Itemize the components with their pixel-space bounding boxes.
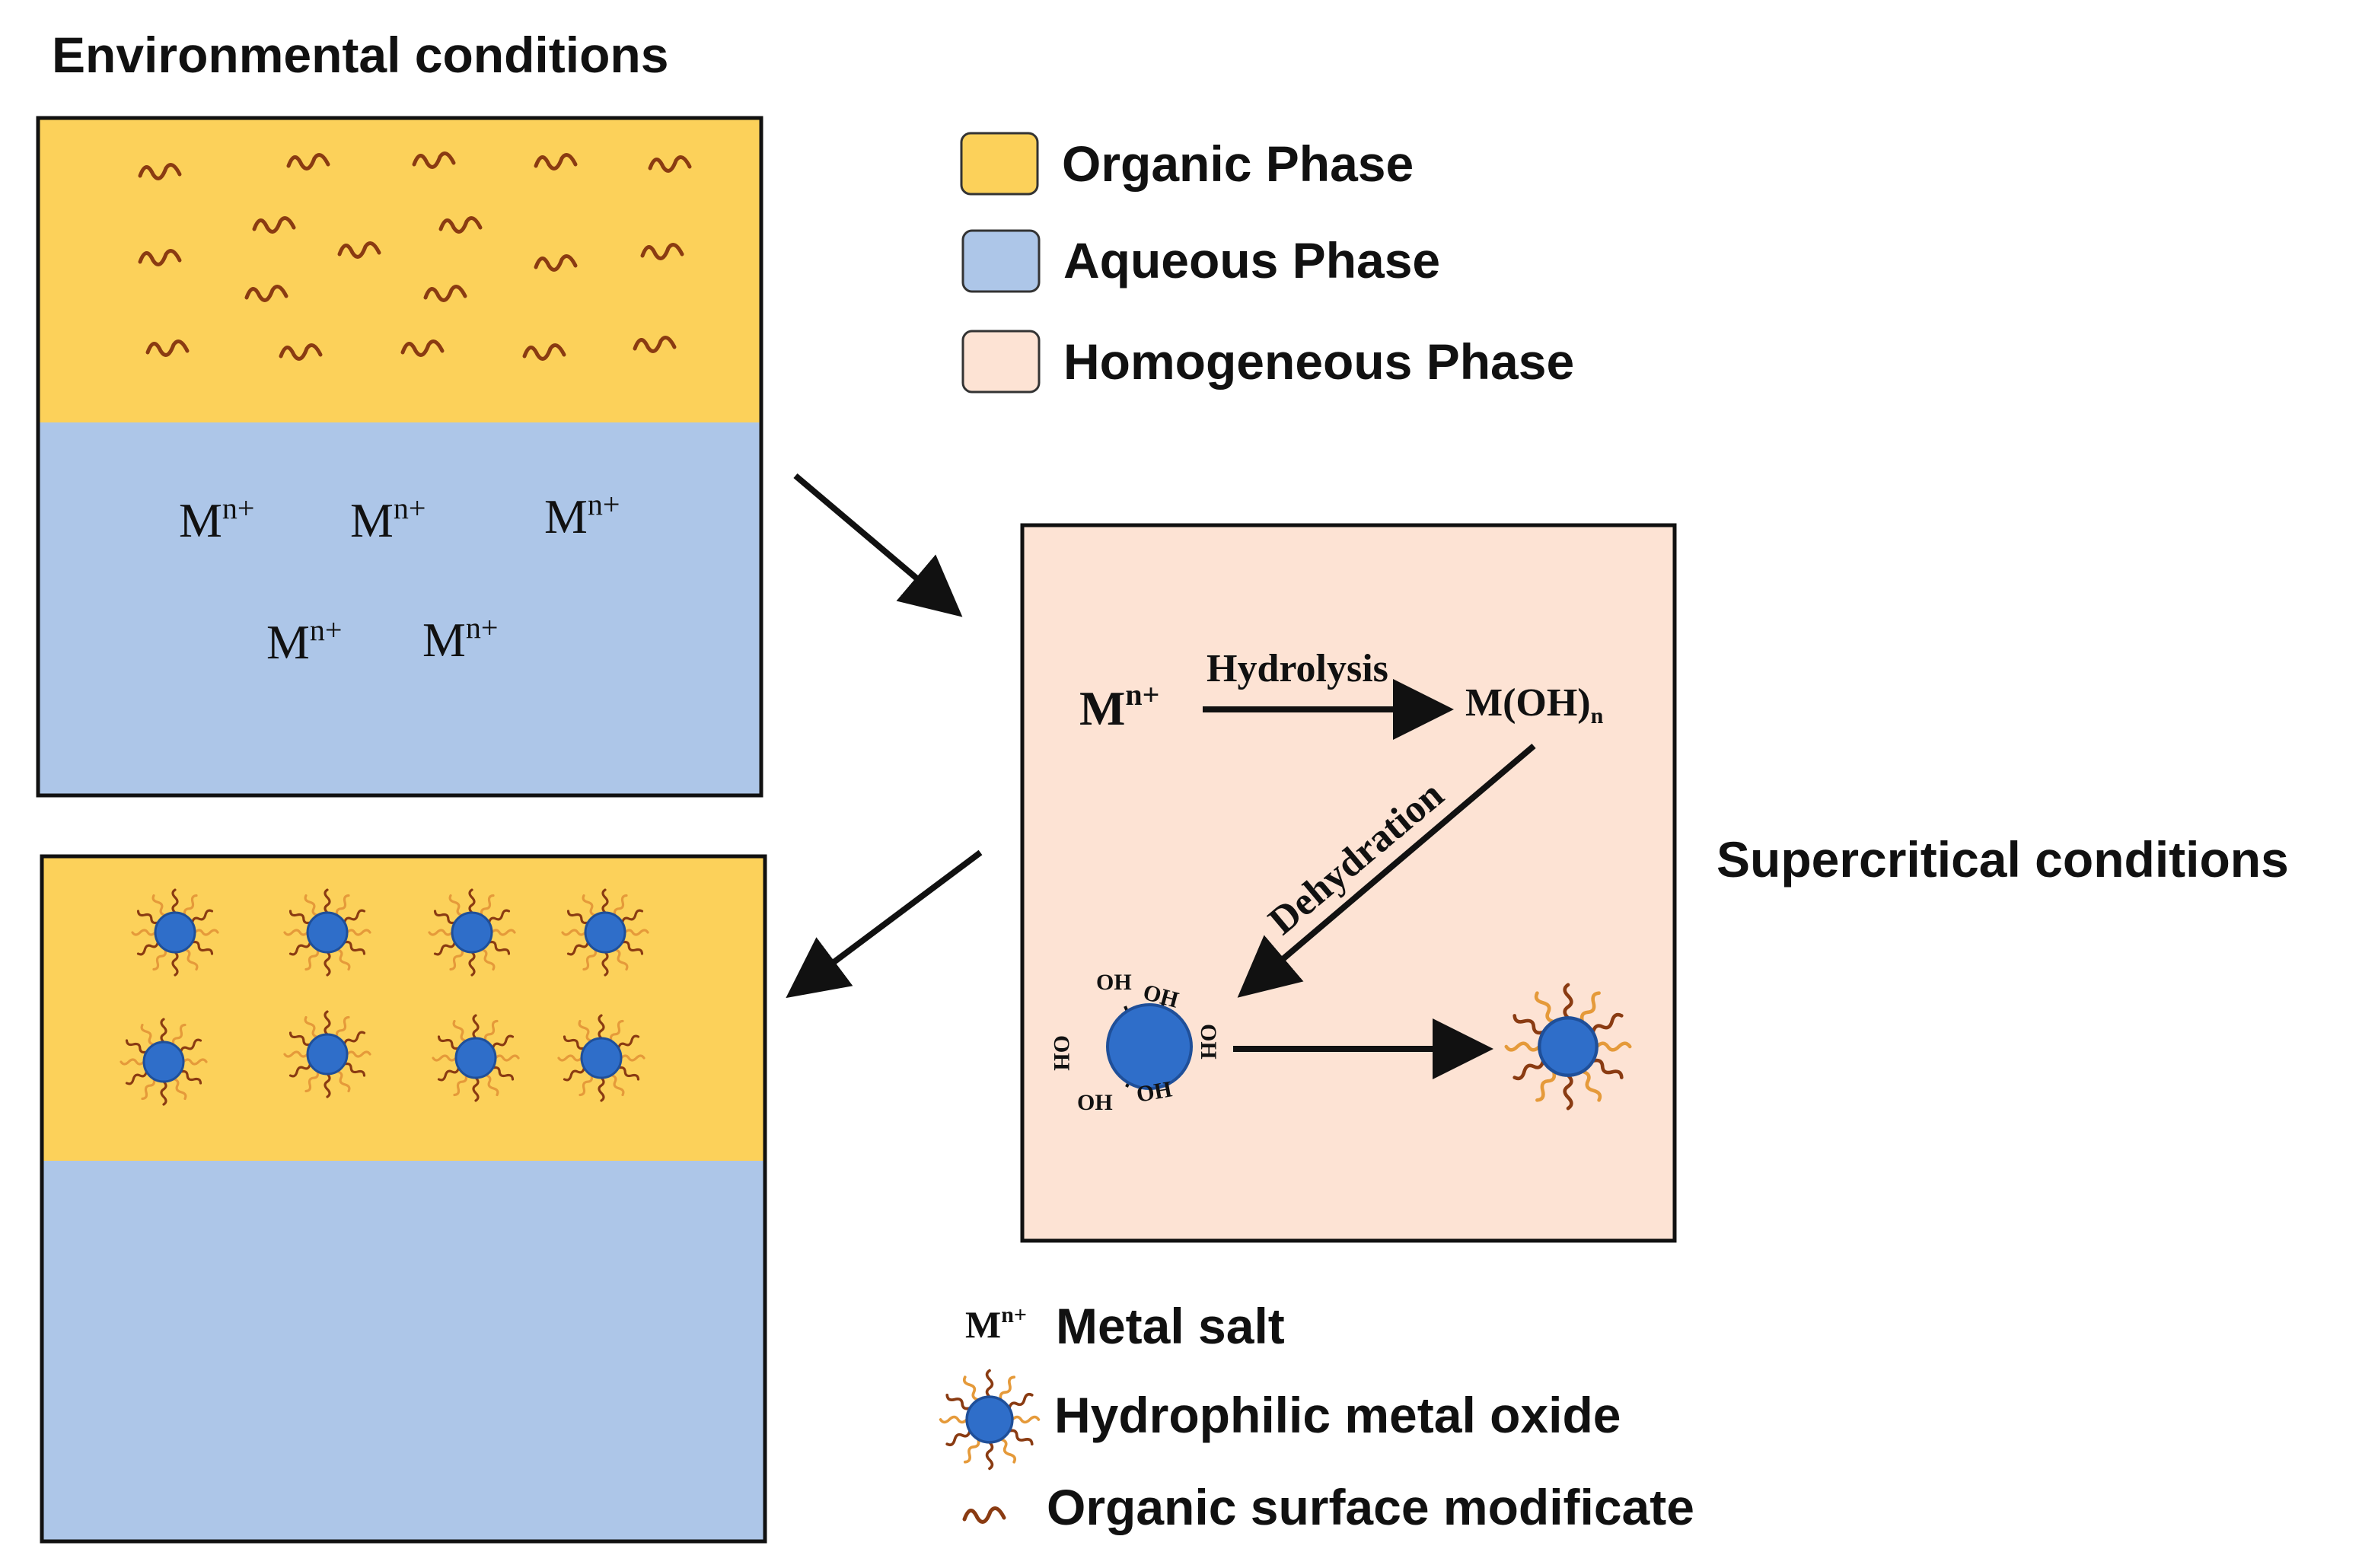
metal-ion: Mn+ bbox=[422, 610, 498, 667]
bottom-box-border bbox=[40, 854, 767, 1544]
legend-modifier-icon bbox=[964, 1509, 1004, 1522]
bottom-aqueous-layer bbox=[42, 1161, 765, 1541]
metal-ions: Mn+ Mn+ Mn+ Mn+ Mn+ bbox=[179, 487, 620, 669]
metal-ion: Mn+ bbox=[266, 613, 342, 669]
legend-swatch-homogeneous bbox=[961, 330, 1041, 394]
hydroxyl-label: OH bbox=[1077, 1090, 1113, 1115]
metal-oxide-core bbox=[1106, 1003, 1193, 1090]
hydroxyl-label: OH bbox=[1196, 1024, 1221, 1060]
bottom-organic-layer bbox=[42, 856, 765, 1161]
top-beaker: Mn+ Mn+ Mn+ Mn+ Mn+ bbox=[36, 116, 763, 798]
legend-label-homogeneous: Homogeneous Phase bbox=[1063, 333, 1574, 390]
legend-label-organic: Organic Phase bbox=[1062, 135, 1414, 192]
hydrolysis-label: Hydrolysis bbox=[1207, 647, 1388, 690]
supercritical-reactor: Mn+ Hydrolysis M(OH)n Dehydration OH OH … bbox=[1020, 523, 1677, 1243]
hydroxyl-label: OH bbox=[1049, 1035, 1074, 1071]
hydroxyl-label: OH bbox=[1096, 970, 1132, 995]
legend-oxide-icon bbox=[941, 1371, 1039, 1469]
phase-legend: Organic Phase Aqueous Phase Homogeneous … bbox=[960, 132, 1574, 394]
metal-ion: Mn+ bbox=[544, 487, 620, 543]
top-organic-layer bbox=[38, 118, 761, 422]
top-aqueous-layer bbox=[38, 422, 761, 795]
arrow-to-supercritical bbox=[793, 473, 963, 617]
top-box-border bbox=[36, 116, 763, 798]
hydroxide-product: M(OH)n bbox=[1465, 681, 1604, 728]
legend-swatch-organic bbox=[960, 132, 1039, 196]
metal-ion: Mn+ bbox=[179, 491, 254, 547]
dehydration-arrow bbox=[1237, 743, 1536, 998]
legend-label-hydrophilic-oxide: Hydrophilic metal oxide bbox=[1054, 1387, 1621, 1443]
title-supercritical: Supercritical conditions bbox=[1717, 831, 2289, 888]
hydroxylated-particle: OH OH OH OH OH OH bbox=[1049, 970, 1221, 1115]
legend-label-metal-salt: Metal salt bbox=[1056, 1298, 1285, 1354]
hydroxyl-label: OH bbox=[1134, 1076, 1174, 1107]
arrow-to-bottom bbox=[786, 849, 983, 999]
legend-metal-salt-symbol: Mn+ bbox=[965, 1302, 1027, 1346]
legend-label-surface-modificate: Organic surface modificate bbox=[1047, 1479, 1694, 1535]
homogeneous-phase-box bbox=[1020, 523, 1677, 1243]
title-environmental: Environmental conditions bbox=[52, 27, 668, 83]
legend-swatch-aqueous bbox=[961, 229, 1041, 293]
reactant-metal-ion: Mn+ bbox=[1079, 677, 1159, 735]
legend-label-aqueous: Aqueous Phase bbox=[1063, 232, 1440, 288]
metal-ion: Mn+ bbox=[350, 491, 426, 547]
bottom-beaker bbox=[40, 854, 767, 1544]
species-legend: Mn+ Metal salt Hydrophilic metal oxide O… bbox=[941, 1298, 1694, 1535]
